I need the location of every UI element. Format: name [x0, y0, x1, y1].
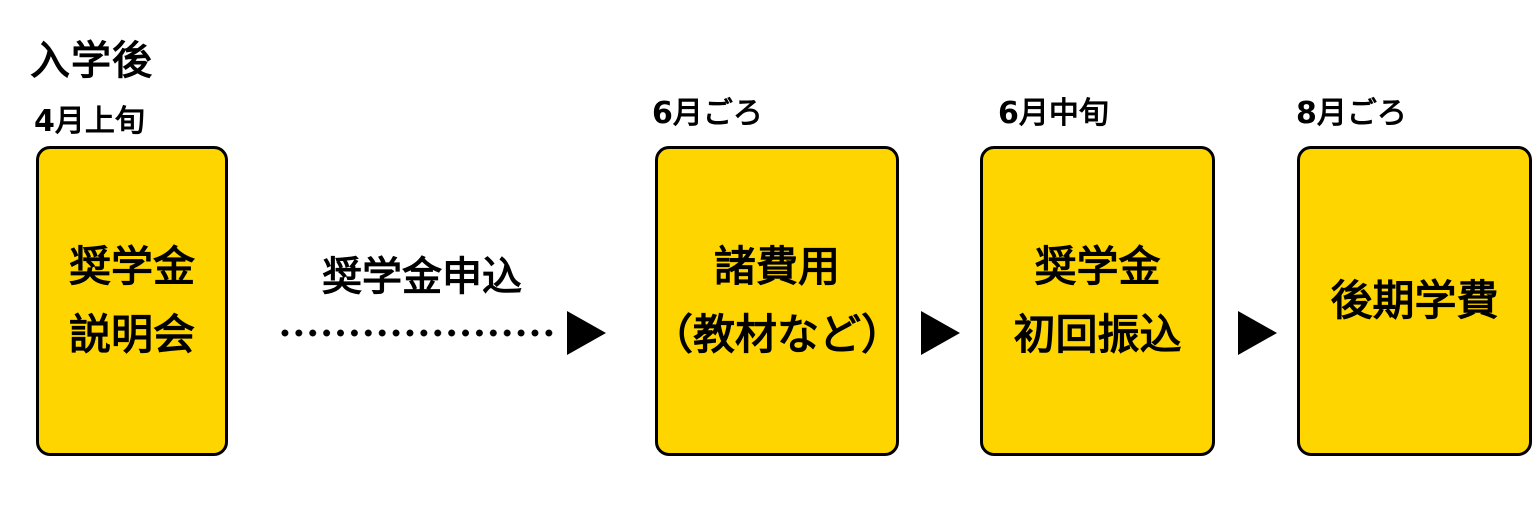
step-3-line-1: 奨学金 — [1034, 242, 1161, 291]
step-1-line-1: 奨学金 — [68, 242, 195, 291]
dotted-line — [278, 329, 556, 337]
step-1-line-2: 説明会 — [68, 310, 195, 359]
section-title: 入学後 — [30, 38, 153, 84]
step-4-box: 後期学費 — [1297, 146, 1532, 456]
connector-label: 奨学金申込 — [322, 254, 522, 300]
step-4-timing: 8月ごろ — [1296, 96, 1407, 131]
step-2-line-1: 諸費用 — [713, 242, 840, 291]
step-2-box: 諸費用 （教材など） — [651, 146, 903, 456]
step-3-timing: 6月中旬 — [998, 96, 1109, 131]
step-1-box: 奨学金 説明会 — [36, 146, 228, 456]
step-3-line-2: 初回振込 — [1013, 310, 1182, 359]
arrow-right-icon — [1238, 311, 1277, 355]
arrow-right-icon — [567, 311, 606, 355]
step-1-timing: 4月上旬 — [34, 104, 145, 139]
arrow-right-icon — [921, 311, 960, 355]
step-2-line-2: （教材など） — [651, 310, 904, 359]
step-3-box: 奨学金 初回振込 — [980, 146, 1215, 456]
step-4-line-1: 後期学費 — [1330, 276, 1499, 325]
step-2-timing: 6月ごろ — [652, 96, 763, 131]
